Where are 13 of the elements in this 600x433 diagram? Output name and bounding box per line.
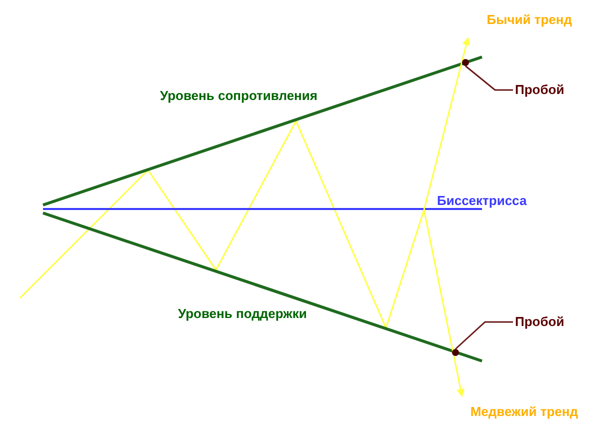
trend-label: Бычий тренд: [466, 12, 572, 38]
breakout-label: Пробой: [515, 314, 575, 330]
trend-label: Медвежий тренд: [458, 396, 578, 420]
level-label: Биссектрисса: [437, 193, 527, 208]
breakout-point: [452, 349, 459, 356]
leader-line: [465, 65, 513, 91]
breakout-point: [462, 59, 469, 66]
level-label: Уровень сопротивления: [160, 88, 318, 103]
leader-line: [455, 321, 513, 350]
arrow: [423, 37, 470, 210]
level-label: Уровень поддержки: [178, 306, 307, 321]
breakout-label: Пробой: [515, 82, 575, 98]
arrow: [423, 210, 465, 397]
